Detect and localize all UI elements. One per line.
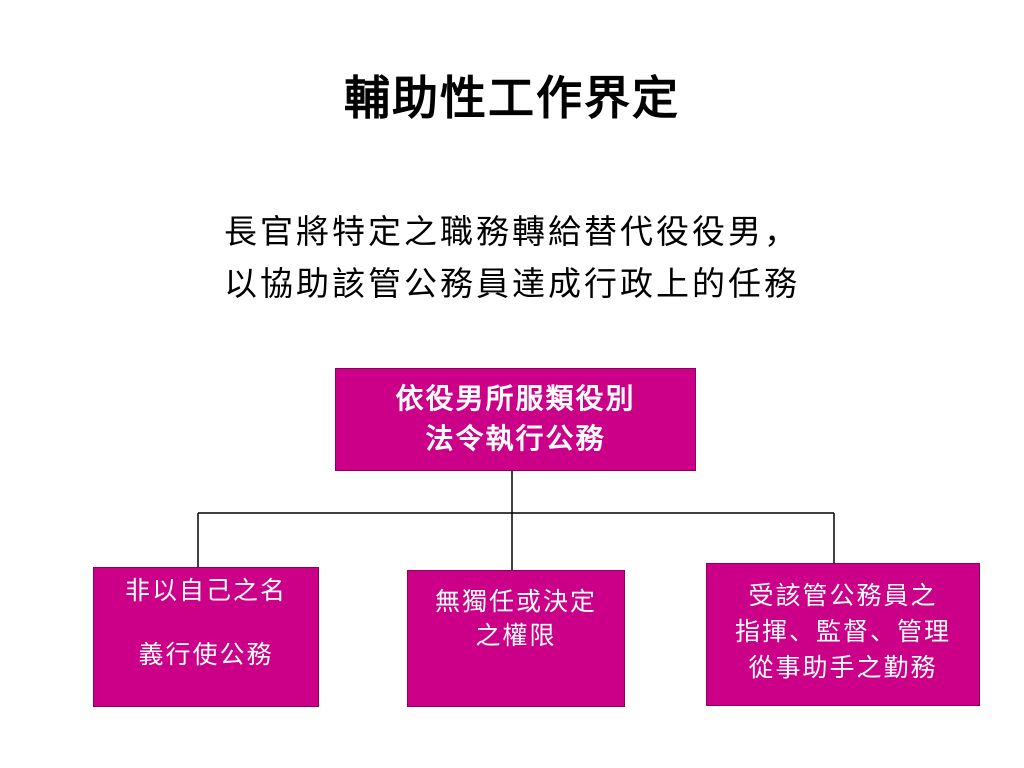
definition-text: 長官將特定之職務轉給替代役役男， 以協助該管公務員達成行政上的任務: [100, 206, 924, 310]
child-middle-line-2: 之權限: [475, 621, 557, 650]
definition-line-2: 以協助該管公務員達成行政上的任務: [224, 264, 800, 303]
child-box-right: 受該管公務員之 指揮、監督、管理 從事助手之勤務: [706, 563, 980, 706]
slide-title: 輔助性工作界定: [344, 71, 680, 125]
root-line-1: 依役男所服類役別: [395, 382, 636, 415]
child-right-line-2: 指揮、監督、管理: [734, 617, 951, 646]
root-line-2: 法令執行公務: [425, 422, 606, 455]
child-right-line-1: 受該管公務員之: [748, 581, 938, 610]
root-box: 依役男所服類役別 法令執行公務: [335, 368, 696, 471]
definition-line-1: 長官將特定之職務轉給替代役役男，: [224, 212, 800, 251]
child-box-left: 非以自己之名 義行使公務: [93, 567, 319, 707]
child-middle-line-1: 無獨任或決定: [434, 587, 597, 616]
child-left-line-1: 非以自己之名: [124, 576, 287, 605]
child-box-middle: 無獨任或決定 之權限: [407, 570, 625, 707]
child-right-line-3: 從事助手之勤務: [748, 653, 938, 682]
child-left-line-2: 義行使公務: [138, 640, 274, 669]
